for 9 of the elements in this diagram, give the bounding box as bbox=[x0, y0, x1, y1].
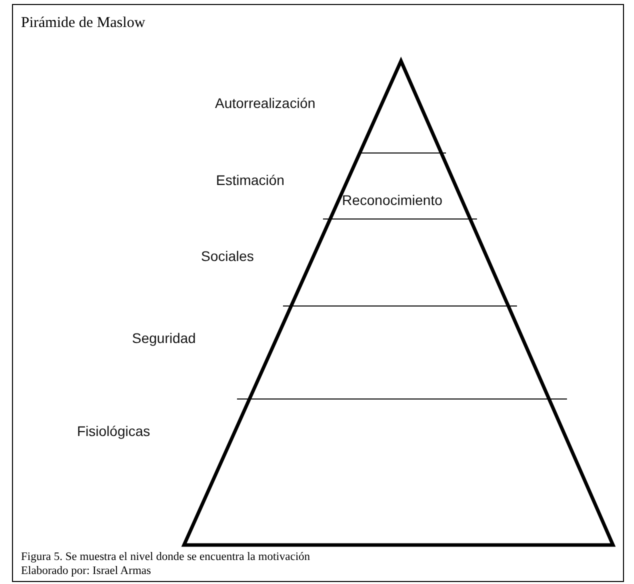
level-label: Fisiológicas bbox=[77, 423, 150, 439]
caption: Figura 5. Se muestra el nivel donde se encuentra la motivación bbox=[21, 551, 310, 564]
level-label: Autorrealización bbox=[215, 95, 316, 111]
level-label: Reconocimiento bbox=[342, 192, 442, 208]
level-label: Estimación bbox=[216, 172, 284, 188]
title: Pirámide de Maslow bbox=[21, 15, 146, 32]
level-label: Sociales bbox=[201, 248, 254, 264]
credit-note: Elaborado por: Israel Armas bbox=[21, 565, 151, 578]
level-label: Seguridad bbox=[132, 330, 196, 346]
